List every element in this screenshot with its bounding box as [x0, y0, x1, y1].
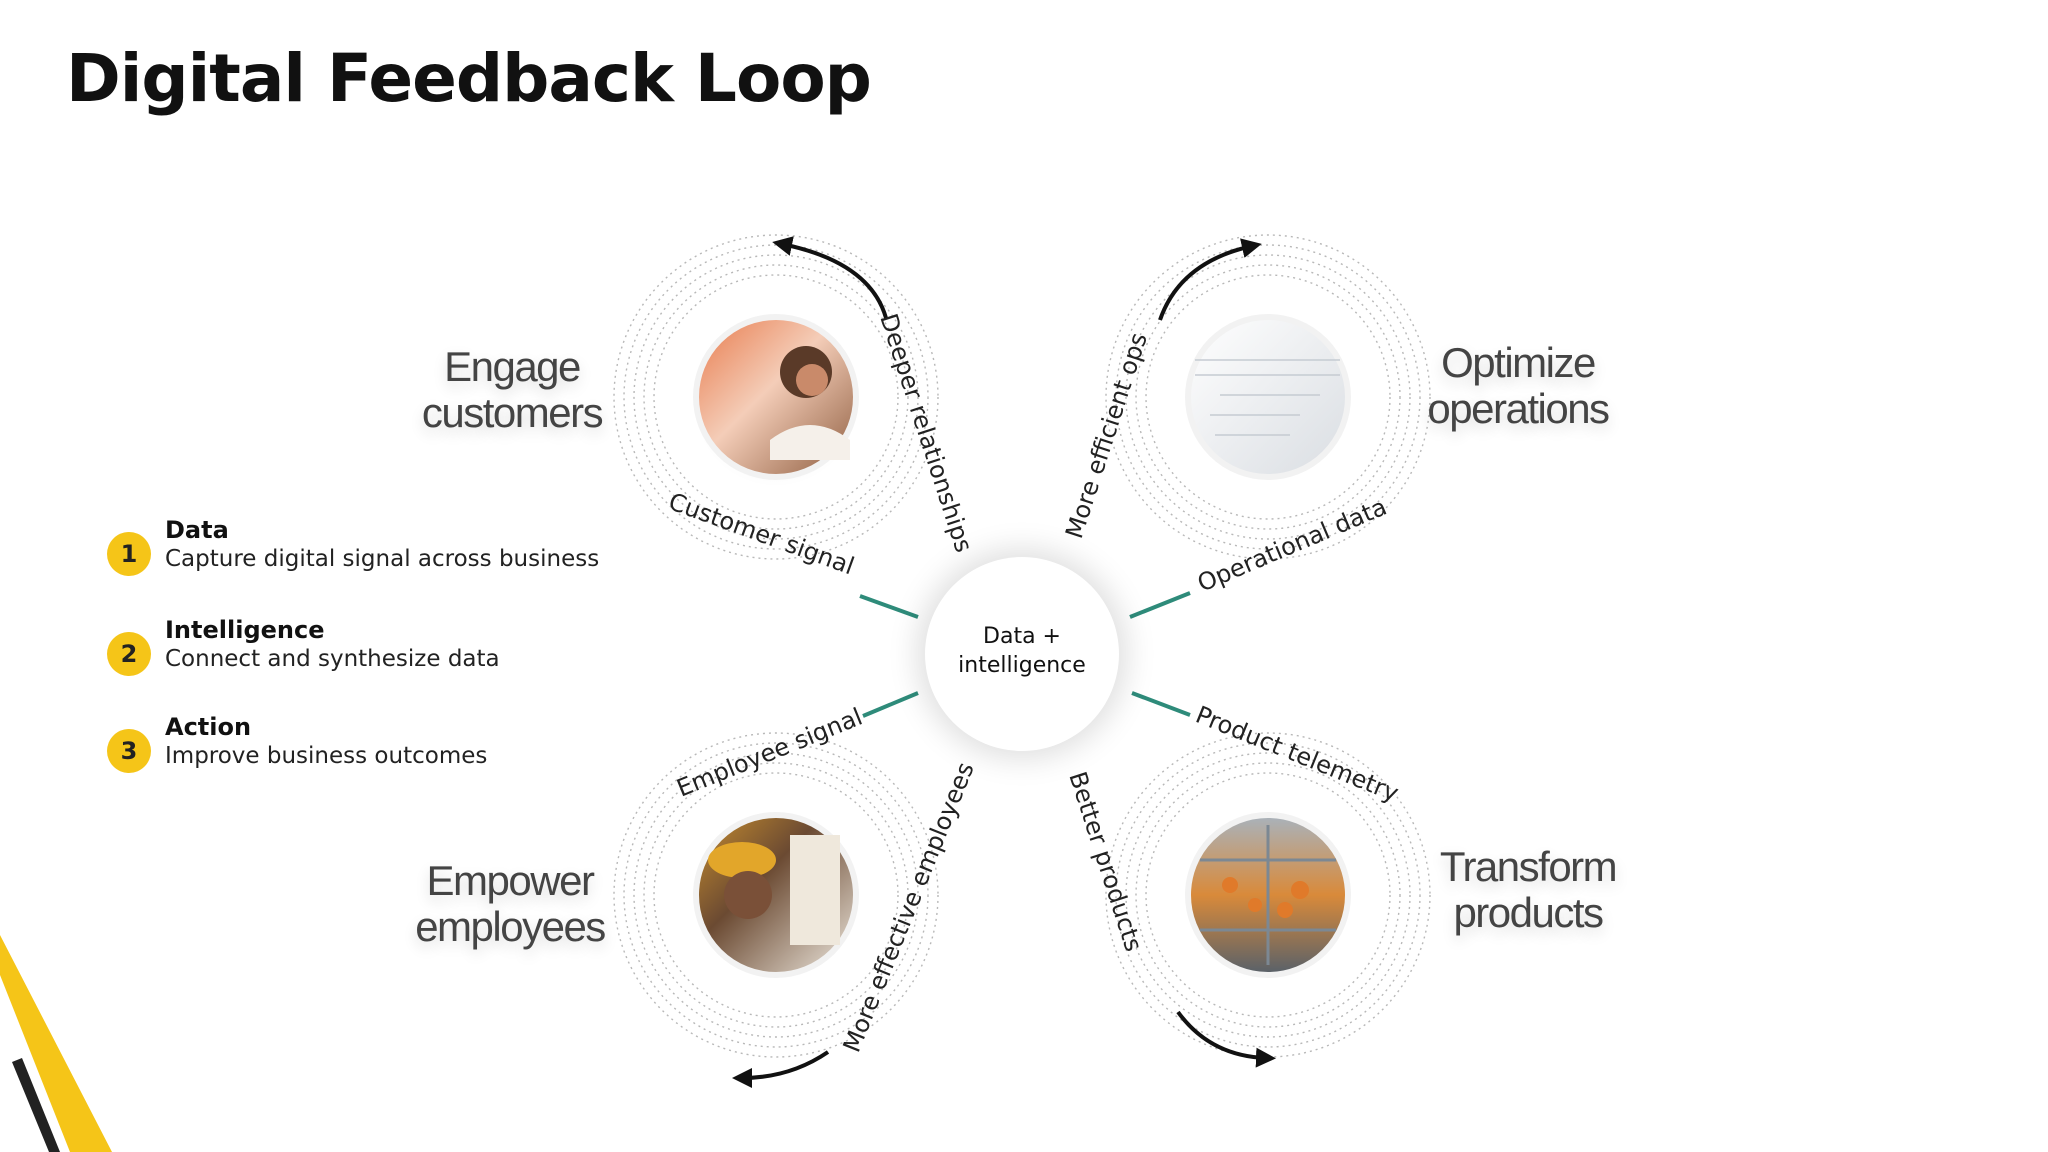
label-line: Empower: [426, 857, 595, 904]
legend-description: Capture digital signal across business: [165, 546, 600, 572]
legend-heading: Action: [165, 713, 252, 741]
step-number-badge: 3: [107, 729, 151, 773]
optimize-operations-label: Optimize operations: [1408, 340, 1628, 432]
label-line: Optimize: [1441, 339, 1596, 386]
step-number-badge: 2: [107, 632, 151, 676]
center-label-line: intelligence: [958, 653, 1086, 678]
step-number-badge: 1: [107, 532, 151, 576]
label-line: Transform: [1439, 843, 1618, 890]
legend-heading: Intelligence: [165, 616, 325, 644]
label-line: Engage: [444, 343, 581, 390]
label-line: products: [1453, 889, 1604, 936]
center-label-line: Data +: [983, 624, 1061, 649]
label-line: operations: [1427, 385, 1610, 432]
legend-description: Improve business outcomes: [165, 743, 488, 769]
legend-description: Connect and synthesize data: [165, 646, 500, 672]
loop-arrows: [732, 236, 1276, 1088]
operational-data-label: Operational data: [1193, 493, 1390, 598]
signal-connectors: [859, 591, 1191, 718]
transform-products-label: Transform products: [1418, 844, 1638, 936]
center-hub: [925, 557, 1119, 751]
more-efficient-ops-label: More efficient ops: [1060, 329, 1153, 542]
deeper-relationships-label: Deeper relationships: [874, 310, 978, 556]
center-label: Data + intelligence: [925, 622, 1119, 680]
photo-empower-employees: [693, 812, 859, 978]
photo-engage-customers: [693, 314, 859, 487]
label-line: employees: [415, 903, 606, 950]
better-products-label: Better products: [1063, 768, 1147, 955]
engage-customers-label: Engage customers: [402, 344, 622, 436]
dotted-rings: [613, 234, 1431, 1058]
photo-transform-products: [1185, 812, 1351, 978]
photo-optimize-operations: [1185, 314, 1351, 480]
label-line: customers: [421, 389, 604, 436]
empower-employees-label: Empower employees: [400, 858, 620, 950]
legend-heading: Data: [165, 516, 229, 544]
page-title: Digital Feedback Loop: [66, 40, 872, 117]
